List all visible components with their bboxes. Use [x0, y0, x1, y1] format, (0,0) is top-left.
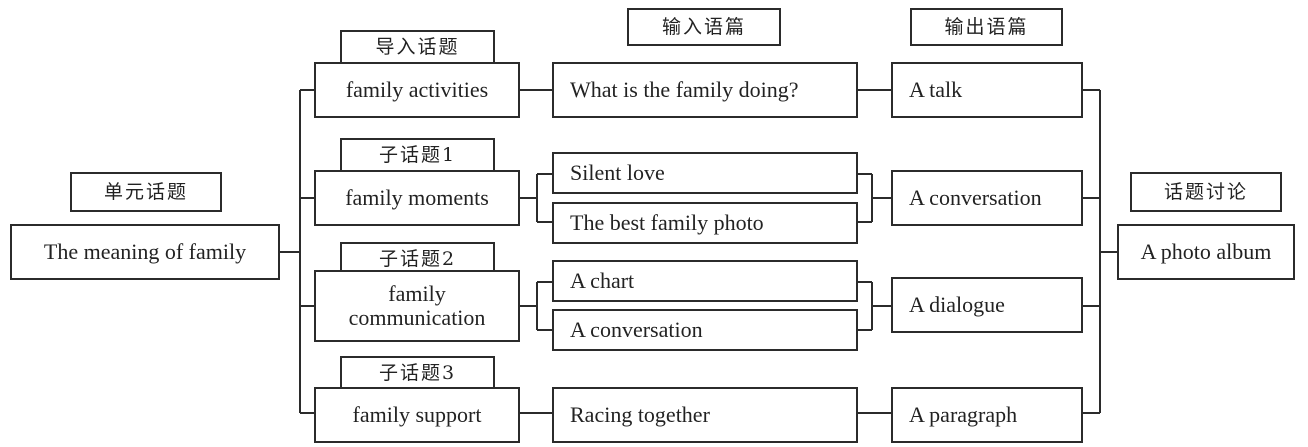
final-photo-album: A photo album: [1117, 224, 1295, 280]
subtopic1-label: 子话题1: [340, 138, 495, 172]
topic-family-communication: family communication: [314, 270, 520, 342]
topic-communication-line2: communication: [348, 305, 486, 330]
connector-inputs-output2: [858, 173, 891, 223]
unit-topic-label: 单元话题: [70, 172, 222, 212]
connector-outputs-final: [1083, 89, 1117, 414]
topic-family-activities: family activities: [314, 62, 520, 118]
input-what-is-family-doing: What is the family doing?: [552, 62, 858, 118]
output-a-conversation: A conversation: [891, 170, 1083, 226]
output-a-paragraph: A paragraph: [891, 387, 1083, 443]
output-a-talk: A talk: [891, 62, 1083, 118]
input-silent-love: Silent love: [552, 152, 858, 194]
output-a-dialogue: A dialogue: [891, 277, 1083, 333]
connector-inputs-output3: [858, 281, 891, 331]
connector-root-topics: [280, 89, 314, 414]
subtopic3-label: 子话题3: [340, 356, 495, 390]
input-best-family-photo: The best family photo: [552, 202, 858, 244]
output-text-label: 输出语篇: [910, 8, 1063, 46]
discussion-label: 话题讨论: [1130, 172, 1282, 212]
connector-topic2-inputs: [520, 173, 552, 223]
topic-communication-line1: family: [388, 281, 446, 306]
input-text-label: 输入语篇: [627, 8, 781, 46]
root-topic-box: The meaning of family: [10, 224, 280, 280]
connector-topic3-inputs: [520, 281, 552, 331]
input-racing-together: Racing together: [552, 387, 858, 443]
input-a-conversation: A conversation: [552, 309, 858, 351]
input-a-chart: A chart: [552, 260, 858, 302]
topic-family-support: family support: [314, 387, 520, 443]
intro-topic-label: 导入话题: [340, 30, 495, 64]
topic-family-moments: family moments: [314, 170, 520, 226]
